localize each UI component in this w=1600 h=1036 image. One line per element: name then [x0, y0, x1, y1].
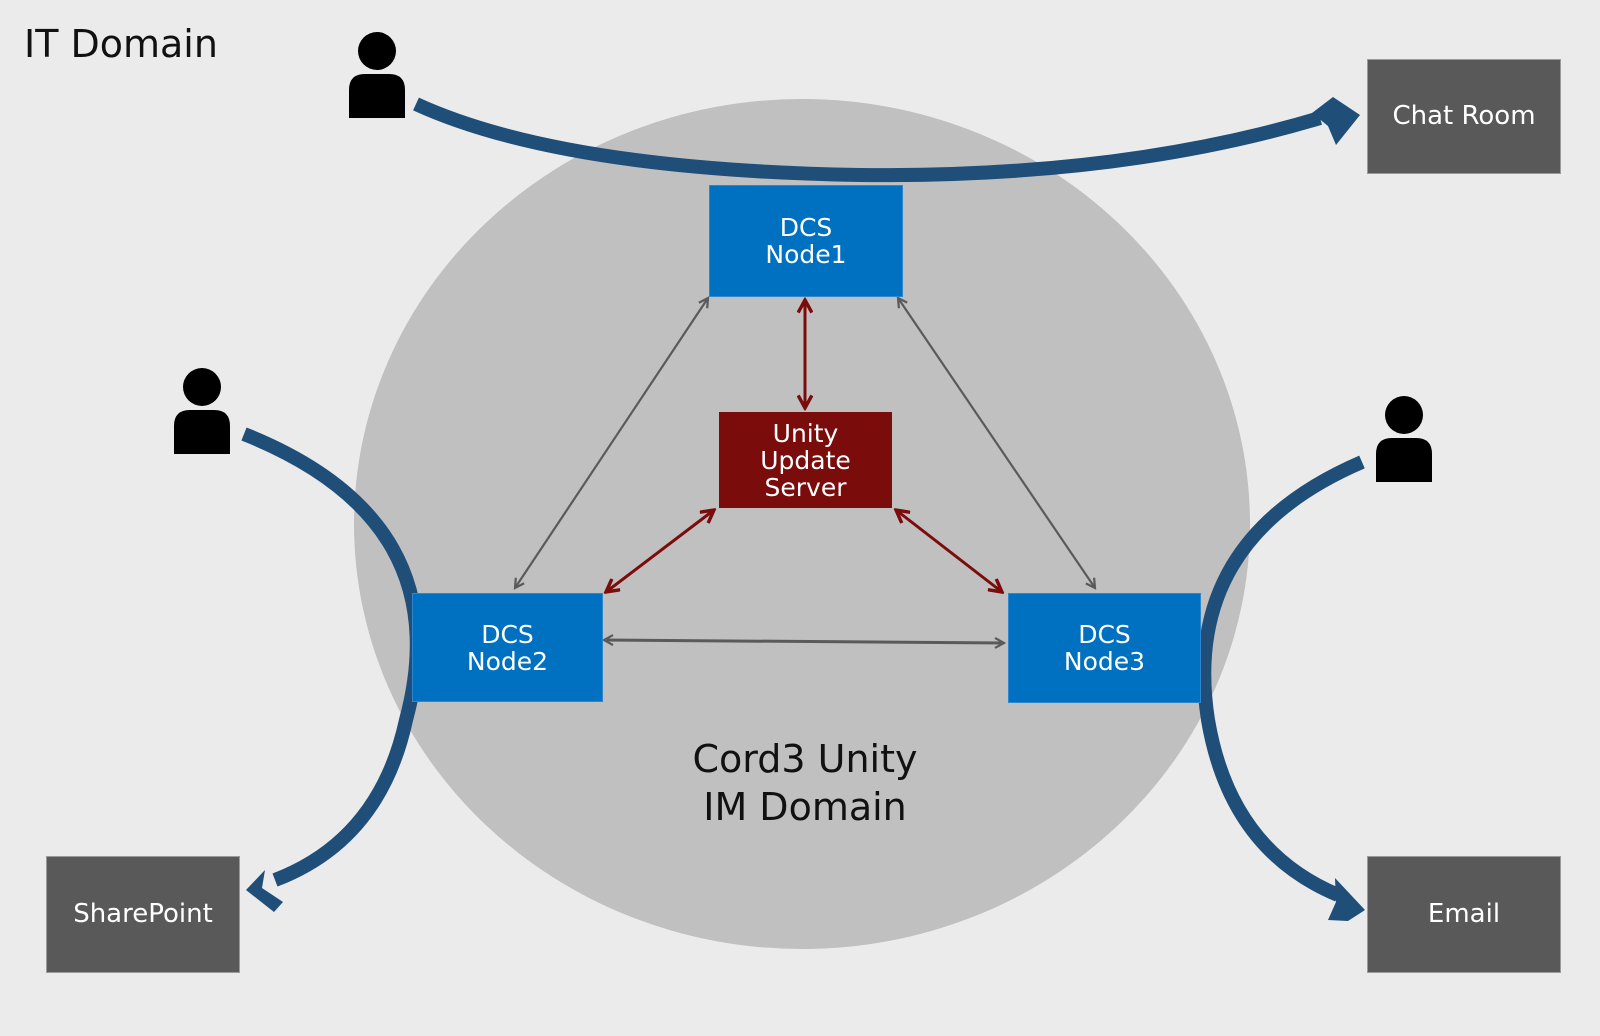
flow-user-to-chat: [413, 97, 1323, 183]
link-node2-node3: [604, 640, 1004, 643]
user-icon: [349, 32, 405, 118]
flow-arrowhead-sharepoint: [246, 870, 283, 912]
dcs-node2-label: DCS Node2: [466, 619, 549, 676]
it-domain-title: IT Domain: [24, 22, 218, 66]
dcs-node2[interactable]: DCS Node2: [412, 593, 603, 702]
chat-room-box[interactable]: Chat Room: [1367, 59, 1561, 174]
link-server-node2: [606, 510, 714, 592]
flow-user-to-email: [1197, 455, 1365, 902]
sharepoint-box[interactable]: SharePoint: [46, 856, 240, 973]
user-icon: [174, 368, 230, 454]
link-node1-node2: [515, 298, 708, 588]
dcs-node1[interactable]: DCS Node1: [709, 185, 903, 297]
link-server-node3: [896, 510, 1002, 592]
dcs-node3-label: DCS Node3: [1063, 620, 1146, 676]
im-domain-title: Cord3 Unity IM Domain: [692, 737, 918, 829]
user-icon: [1376, 396, 1432, 482]
chat-room-label: Chat Room: [1392, 101, 1536, 131]
email-box[interactable]: Email: [1367, 856, 1561, 973]
flow-arrowhead-chat: [1312, 97, 1360, 145]
unity-update-server[interactable]: Unity Update Server: [719, 412, 892, 508]
email-label: Email: [1427, 899, 1501, 929]
dcs-node1-label: DCS Node1: [765, 213, 847, 269]
link-node1-node3: [898, 298, 1095, 588]
sharepoint-label: SharePoint: [73, 899, 213, 929]
dcs-node3[interactable]: DCS Node3: [1008, 593, 1201, 703]
flow-arrowhead-email: [1328, 878, 1365, 921]
unity-update-server-label: Unity Update Server: [760, 418, 851, 502]
